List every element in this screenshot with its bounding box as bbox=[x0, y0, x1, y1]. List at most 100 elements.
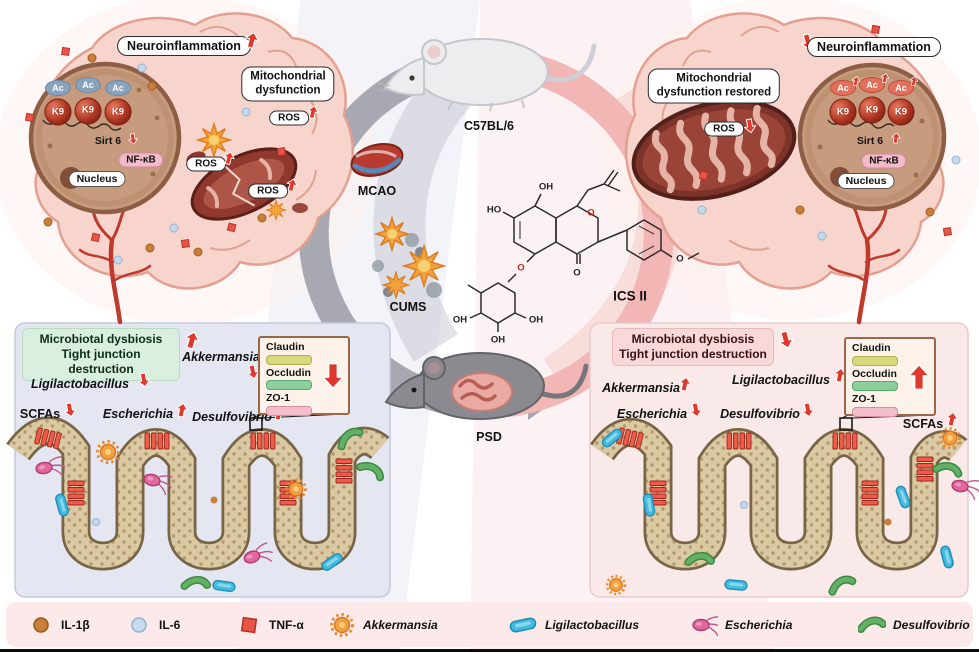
sirt6-label: Sirt 6 bbox=[94, 135, 122, 147]
zo1-bar bbox=[852, 406, 898, 417]
acetyl-mark: Ac bbox=[45, 80, 71, 96]
down-arrow-icon bbox=[127, 132, 139, 147]
magnifier-callout-box bbox=[839, 417, 853, 431]
mcao-label: MCAO bbox=[357, 184, 397, 198]
claudin-label: Claudin bbox=[852, 342, 891, 354]
up-arrow-icon bbox=[907, 359, 931, 395]
legend-item-escherichia: Escherichia bbox=[688, 613, 792, 637]
magnifier-callout-box bbox=[249, 417, 263, 431]
tight-junction-inset-left: Claudin Occludin ZO-1 bbox=[258, 336, 350, 416]
legend-item-il1b: IL-1β bbox=[28, 613, 90, 637]
legend-label: Desulfovibrio bbox=[893, 617, 970, 632]
zo1-bar bbox=[266, 405, 312, 416]
psd-mouse bbox=[384, 352, 589, 420]
mitochondrial-restored-label: Mitochondrial dysfunction restored bbox=[647, 68, 781, 104]
chem-oh-label: OH bbox=[538, 181, 554, 193]
occludin-label: Occludin bbox=[266, 366, 311, 379]
c57bl6-label: C57BL/6 bbox=[463, 119, 515, 133]
legend-item-tnfa: TNF-α bbox=[236, 613, 304, 637]
acetyl-mark: Ac bbox=[830, 80, 856, 96]
chem-oh-label: OH bbox=[490, 334, 506, 346]
legend-item-akkermansia: Akkermansia bbox=[328, 612, 438, 638]
sirt6-label: Sirt 6 bbox=[856, 135, 884, 147]
mcao-icon bbox=[350, 143, 404, 177]
histone-k9-label: K9 bbox=[51, 106, 65, 118]
akkermansia-icon bbox=[330, 612, 354, 637]
legend-bar: IL-1β IL-6 TNF-α Akkermansia Ligilactoba… bbox=[6, 602, 973, 647]
cums-stress-icon bbox=[372, 217, 445, 299]
ligilactobacillus-icon bbox=[508, 616, 538, 633]
ligilactobacillus-bacterium bbox=[723, 578, 749, 592]
scfas-label: SCFAs bbox=[19, 407, 61, 421]
claudin-bar bbox=[852, 355, 898, 366]
psd-label: PSD bbox=[476, 430, 502, 444]
occludin-bar bbox=[266, 380, 312, 391]
right-intestine bbox=[590, 414, 979, 594]
akkermansia-label: Akkermansia bbox=[182, 350, 260, 364]
claudin-label: Claudin bbox=[266, 341, 305, 353]
claudin-bar bbox=[266, 354, 312, 365]
legend-label: Escherichia bbox=[725, 617, 793, 632]
acetyl-mark: Ac bbox=[75, 77, 101, 93]
desulfovibrio-label: Desulfovibrio bbox=[720, 407, 800, 421]
down-arrow-icon bbox=[321, 358, 345, 394]
desulfovibrio-label: Desulfovibrio bbox=[192, 410, 272, 424]
escherichia-label: Escherichia bbox=[616, 407, 688, 421]
legend-label: IL-1β bbox=[61, 617, 90, 632]
right-nucleus-cell bbox=[797, 62, 947, 212]
histone-k9-label: K9 bbox=[894, 106, 908, 118]
tnfa-icon bbox=[240, 616, 258, 633]
gray-ribbon bbox=[373, 70, 472, 362]
chem-methoxy-o-label: O bbox=[676, 253, 684, 265]
histone-k9-label: K9 bbox=[111, 106, 125, 118]
histone-k9-label: K9 bbox=[81, 104, 95, 116]
histone-k9-label: K9 bbox=[836, 106, 850, 118]
il6-icon bbox=[131, 616, 147, 633]
ics2-structure bbox=[467, 169, 700, 332]
legend-item-ligilactobacillus: Ligilactobacillus bbox=[508, 613, 639, 637]
chem-oh-label: OH bbox=[528, 314, 544, 326]
nucleus-label: Nucleus bbox=[68, 171, 126, 187]
icsii-label: ICS II bbox=[613, 288, 647, 304]
chem-ring-o-label: O bbox=[587, 207, 595, 219]
ligilactobacillus-label: Ligilactobacillus bbox=[732, 373, 830, 387]
mitochondrial-dysfunction-label: Mitochondrial dysfunction bbox=[241, 66, 335, 102]
acetyl-mark: Ac bbox=[859, 77, 885, 93]
chem-glyco-o-label: O bbox=[517, 262, 525, 274]
legend-label: Ligilactobacillus bbox=[545, 617, 640, 632]
cums-label: CUMS bbox=[389, 300, 427, 314]
desulfovibrio-icon bbox=[858, 613, 886, 637]
scfas-label: SCFAs bbox=[902, 417, 944, 431]
neuroinflammation-label: Neuroinflammation bbox=[117, 36, 251, 56]
histone-k9-label: K9 bbox=[865, 104, 879, 116]
il1b-icon bbox=[33, 616, 49, 633]
legend-label: Akkermansia bbox=[363, 617, 438, 632]
nfkb-label: NF-κB bbox=[861, 153, 907, 169]
acetyl-mark: Ac bbox=[105, 80, 131, 96]
gut-highlight bbox=[451, 372, 513, 412]
acetyl-mark: Ac bbox=[888, 80, 914, 96]
legend-label: TNF-α bbox=[269, 617, 304, 632]
legend-item-desulfovibrio: Desulfovibrio bbox=[858, 613, 970, 637]
occludin-label: Occludin bbox=[852, 367, 897, 380]
zo1-label: ZO-1 bbox=[266, 392, 290, 405]
escherichia-icon bbox=[692, 615, 718, 637]
left-intestine bbox=[6, 413, 390, 592]
c57-mouse bbox=[377, 38, 597, 112]
zo1-label: ZO-1 bbox=[852, 393, 876, 406]
figure-border-line bbox=[0, 649, 979, 652]
dysbiosis-box: Microbiotal dysbiosis Tight junction des… bbox=[22, 328, 180, 381]
ros-label: ROS bbox=[248, 183, 288, 199]
occludin-bar bbox=[852, 381, 898, 392]
down-arrow-icon bbox=[742, 117, 758, 135]
legend-item-il6: IL-6 bbox=[126, 613, 180, 637]
neuroinflammation-label: Neuroinflammation bbox=[807, 37, 941, 57]
tight-junction-inset-right: Claudin Occludin ZO-1 bbox=[844, 337, 936, 417]
ros-label: ROS bbox=[186, 156, 226, 172]
akkermansia-label: Akkermansia bbox=[602, 381, 680, 395]
chem-oh-label: OH bbox=[452, 314, 468, 326]
chem-ho-label: HO bbox=[486, 204, 502, 216]
legend-label: IL-6 bbox=[159, 617, 181, 632]
